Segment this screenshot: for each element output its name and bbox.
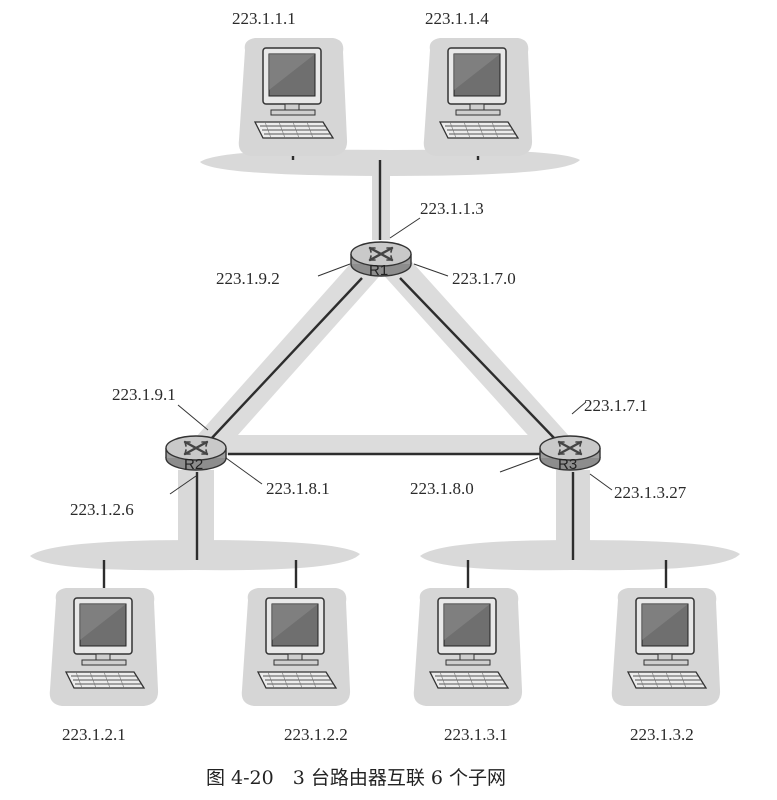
host-address-label: 223.1.1.1 <box>232 9 296 28</box>
interface-label: 223.1.3.27 <box>614 483 687 502</box>
interface-label: 223.1.8.0 <box>410 479 474 498</box>
computer-icon <box>238 37 348 157</box>
interface-label: 223.1.7.0 <box>452 269 516 288</box>
interface-label: 223.1.2.6 <box>70 500 134 519</box>
host-address-label: 223.1.2.1 <box>62 725 126 744</box>
router-r3-label: R3 <box>558 456 577 473</box>
leader-lines <box>169 217 613 495</box>
interface-label: 223.1.1.3 <box>420 199 484 218</box>
host-address-label: 223.1.1.4 <box>425 9 489 28</box>
router-r1: R1 <box>349 240 413 279</box>
computer-icon <box>611 587 721 707</box>
interface-label: 223.1.8.1 <box>266 479 330 498</box>
host-address-label: 223.1.3.2 <box>630 725 694 744</box>
computer-icon <box>241 587 351 707</box>
interface-label: 223.1.7.1 <box>584 396 648 415</box>
router-r3: R3 <box>538 434 602 473</box>
host-address-label: 223.1.2.2 <box>284 725 348 744</box>
subnet-shading <box>30 149 740 571</box>
computer-icon <box>49 587 159 707</box>
router-r2: R2 <box>164 434 228 473</box>
computer-icon <box>423 37 533 157</box>
figure-caption: 图 4-20 3 台路由器互联 6 个子网 <box>206 767 506 789</box>
interface-label: 223.1.9.2 <box>216 269 280 288</box>
host-address-label: 223.1.3.1 <box>444 725 508 744</box>
link-r1-r3 <box>399 277 557 441</box>
interface-label: 223.1.9.1 <box>112 385 176 404</box>
computer-icon <box>413 587 523 707</box>
link-r1-r2 <box>209 277 363 441</box>
router-r1-label: R1 <box>369 262 388 279</box>
router-r2-label: R2 <box>184 456 203 473</box>
